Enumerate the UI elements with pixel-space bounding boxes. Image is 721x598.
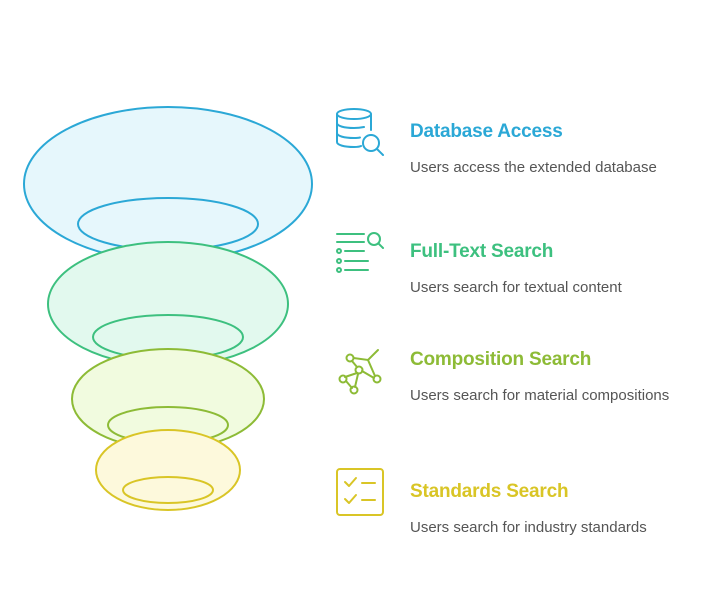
- database-search-icon: [336, 108, 384, 156]
- network-nodes-icon: [338, 349, 382, 395]
- text-search-icon: [336, 232, 384, 273]
- funnel-layer-full-text-search: [47, 241, 289, 367]
- funnel-layer-standards-search: [95, 429, 241, 511]
- step-description-standards-search: Users search for industry standards: [410, 519, 647, 536]
- checklist-icon: [336, 468, 384, 516]
- step-title-standards-search: Standards Search: [410, 481, 569, 502]
- step-description-database-access: Users access the extended database: [410, 159, 657, 176]
- step-title-database-access: Database Access: [410, 121, 563, 142]
- step-title-composition-search: Composition Search: [410, 349, 592, 370]
- step-title-full-text-search: Full-Text Search: [410, 241, 554, 262]
- funnel-layer-database-access: [23, 106, 313, 262]
- step-description-composition-search: Users search for material compositions: [410, 387, 670, 404]
- step-description-full-text-search: Users search for textual content: [410, 279, 622, 296]
